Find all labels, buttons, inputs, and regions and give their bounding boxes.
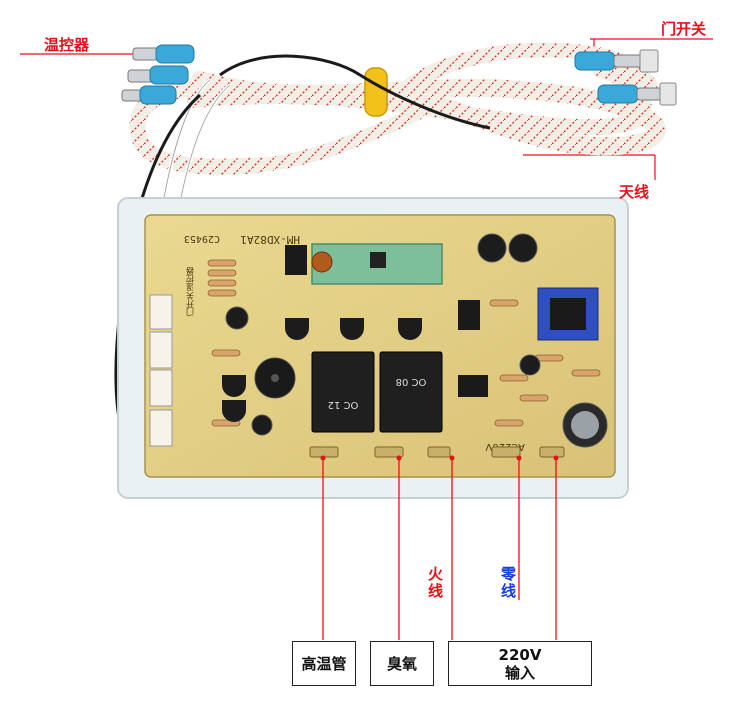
- wire-clip: [364, 67, 388, 117]
- relay2-marking: OC 08: [396, 376, 427, 387]
- ozone-box: 臭氧: [370, 641, 434, 686]
- side-label-door: 门开关: [186, 291, 195, 317]
- board-model-marking: HM-XD82A1: [240, 233, 300, 246]
- relay-2: [379, 351, 443, 433]
- relay1-marking: OC 12: [328, 399, 359, 410]
- spade-terminals: [309, 446, 565, 458]
- power-input-box: 220V 输入: [448, 641, 592, 686]
- thermostat-label: 温控器: [44, 36, 90, 54]
- power-input-text: 输入: [504, 663, 535, 682]
- neutral-wire-label: 零 线: [500, 565, 516, 600]
- side-label-thermostat: 温控器: [186, 266, 195, 291]
- board-code-marking: C29453: [184, 233, 220, 244]
- thermostat-terminals: [121, 44, 195, 105]
- live-wire-label: 火 线: [427, 565, 443, 600]
- power-input-voltage: 220V: [498, 645, 542, 664]
- pcb-board: [144, 214, 616, 478]
- relay-1: [311, 351, 375, 433]
- left-connectors: [149, 294, 173, 447]
- heater-tube-box: 高温管: [292, 641, 356, 686]
- door-switch-terminals: [574, 49, 677, 106]
- door-switch-label: 门开关: [661, 20, 707, 38]
- antenna-label: 天线: [619, 183, 650, 201]
